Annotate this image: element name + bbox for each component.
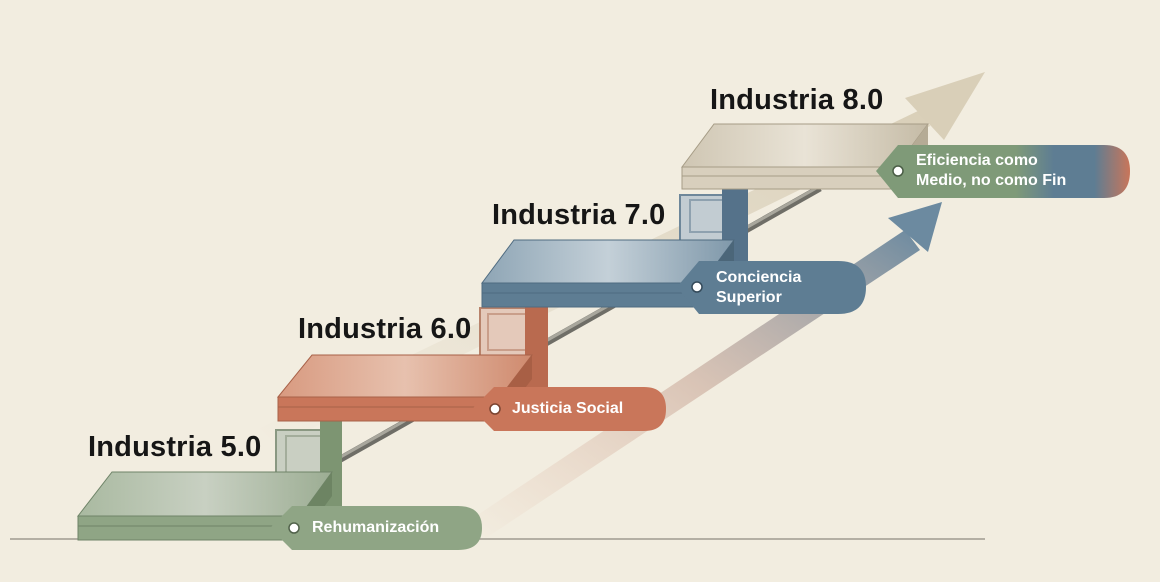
title-industria-7: Industria 7.0 [492, 199, 666, 231]
tag-conciencia-superior [677, 261, 866, 314]
tag-label-conciencia: Conciencia [716, 269, 802, 286]
title-industria-8: Industria 8.0 [710, 84, 884, 116]
tag-label-eficiencia-como: Eficiencia como [916, 152, 1038, 169]
title-industria-6: Industria 6.0 [298, 313, 472, 345]
tag-label-medio-no-como-fin: Medio, no como Fin [916, 172, 1067, 189]
step-industria-7 [481, 186, 748, 308]
tag-justicia-social [472, 387, 666, 431]
tag-label-rehumanizacion: Rehumanización [312, 519, 440, 536]
tag-label-justicia-social: Justicia Social [512, 400, 624, 417]
tag-rehumanizacion [270, 506, 482, 550]
tag-eficiencia [876, 145, 1130, 198]
step-industria-8 [681, 123, 929, 190]
title-industria-5: Industria 5.0 [88, 431, 262, 463]
tag-label-superior: Superior [716, 289, 782, 306]
